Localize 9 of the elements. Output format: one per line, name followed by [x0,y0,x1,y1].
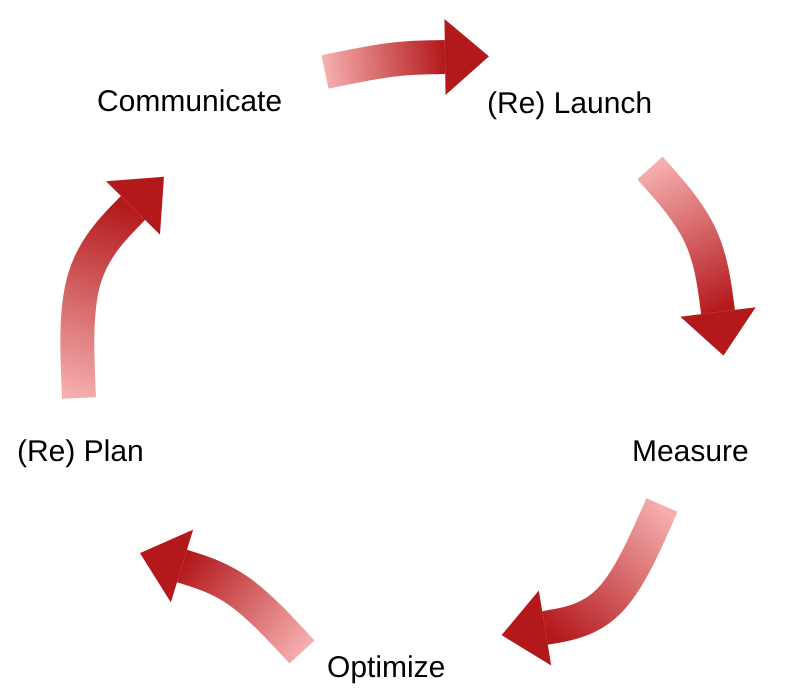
step-label: Measure [632,434,749,470]
step-label: Communicate [97,84,282,120]
curved-arrow [60,176,164,399]
curved-arrow [140,530,315,664]
curved-arrow [502,498,678,666]
step-label: (Re) Plan [17,434,144,470]
step-label: (Re) Launch [487,86,652,122]
curved-arrow [321,19,489,95]
step-label: Optimize [327,650,446,686]
